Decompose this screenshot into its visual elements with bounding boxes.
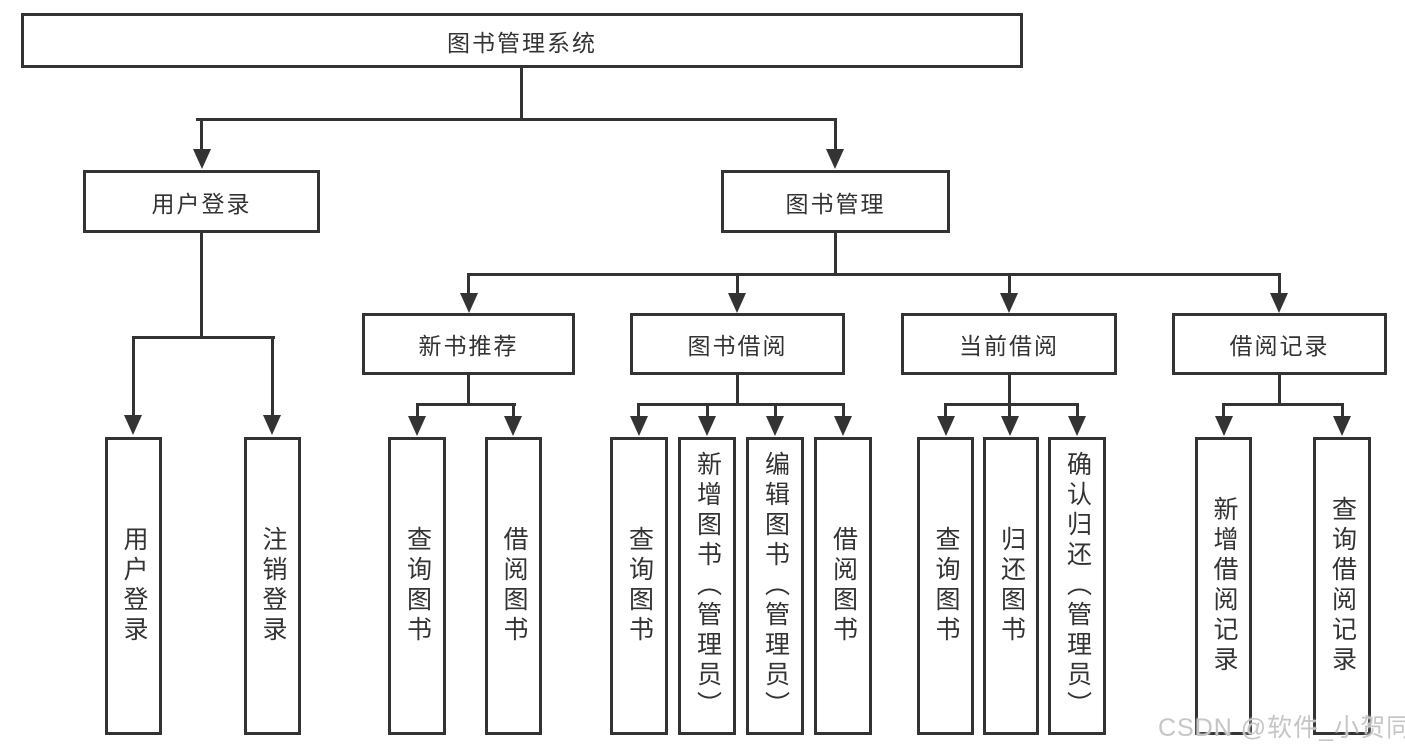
leaf-label: 确认归还（管理员） (1063, 451, 1092, 721)
arrowhead (698, 416, 716, 436)
edge-drop (706, 403, 709, 417)
node-book-mgmt: 图书管理 (721, 170, 950, 233)
edge-user-login-stub (200, 233, 203, 339)
arrowhead (408, 416, 426, 436)
leaf-records-query: 查询借阅记录 (1313, 437, 1371, 735)
edge-book-borrow-stub (736, 375, 739, 406)
edge-drop (467, 273, 470, 295)
leaf-label: 编辑图书（管理员） (761, 451, 790, 721)
node-user-login-label: 用户登录 (151, 190, 252, 217)
node-user-login: 用户登录 (83, 170, 320, 233)
edge-root-stub (520, 68, 523, 121)
edge-drop (736, 273, 739, 295)
arrowhead (1333, 416, 1351, 436)
leaf-label: 新增图书（管理员） (693, 451, 722, 721)
edge-current-borrow-hbar (944, 403, 1079, 406)
arrowhead (728, 293, 746, 313)
leaf-borrow-query: 查询图书 (610, 437, 668, 735)
leaf-label: 借阅图书 (829, 526, 858, 646)
node-current-borrow: 当前借阅 (901, 313, 1117, 375)
arrowhead (834, 416, 852, 436)
arrowhead (1000, 293, 1018, 313)
edge-book-borrow-hbar (637, 403, 845, 406)
edge-drop (1076, 403, 1079, 417)
arrowhead (766, 416, 784, 436)
leaf-label: 注销登录 (259, 526, 287, 646)
node-book-borrow-label: 图书借阅 (687, 333, 788, 359)
arrowhead (460, 293, 478, 313)
leaf-borrow-borrow: 借阅图书 (814, 437, 872, 735)
leaf-current-confirm-admin: 确认归还（管理员） (1048, 437, 1106, 735)
edge-drop (416, 403, 419, 417)
arrowhead (630, 416, 648, 436)
arrowhead (1001, 416, 1019, 436)
arrowhead (1215, 416, 1233, 436)
edge-user-login-hbar (132, 336, 275, 339)
edge-drop (1008, 403, 1011, 417)
node-current-borrow-label: 当前借阅 (959, 333, 1059, 359)
arrowhead (263, 415, 281, 435)
edge-drop (132, 336, 135, 417)
edge-drop (637, 403, 640, 417)
node-root: 图书管理系统 (21, 13, 1023, 68)
edge-borrow-records-hbar (1222, 403, 1344, 406)
edge-drop (1008, 273, 1011, 295)
node-borrow-records-label: 借阅记录 (1229, 333, 1330, 359)
edge-drop (512, 403, 515, 417)
leaf-label: 新增借阅记录 (1210, 496, 1238, 676)
edge-drop (1222, 403, 1225, 417)
node-borrow-records: 借阅记录 (1172, 313, 1387, 375)
leaf-newbooks-borrow: 借阅图书 (485, 437, 542, 735)
leaf-current-query: 查询图书 (917, 437, 974, 735)
node-root-label: 图书管理系统 (447, 29, 597, 56)
arrowhead (124, 415, 142, 435)
leaf-borrow-edit-admin: 编辑图书（管理员） (746, 437, 804, 735)
leaf-user-login: 用户登录 (105, 437, 162, 735)
leaf-borrow-add-admin: 新增图书（管理员） (678, 437, 736, 735)
leaf-newbooks-query: 查询图书 (388, 437, 446, 735)
arrowhead (1270, 293, 1288, 313)
arrowhead (193, 149, 211, 169)
arrowhead (826, 149, 844, 169)
watermark: CSDN @软件_小贺同学 (1158, 714, 1405, 742)
arrowhead (937, 416, 955, 436)
leaf-label: 查询借阅记录 (1328, 496, 1357, 676)
edge-drop (1278, 273, 1281, 295)
leaf-label: 查询图书 (625, 526, 654, 646)
leaf-label: 归还图书 (997, 526, 1026, 646)
edge-drop-book-mgmt (834, 118, 837, 151)
edge-borrow-records-stub (1278, 375, 1281, 406)
node-new-books: 新书推荐 (362, 313, 575, 375)
edge-book-mgmt-hbar (467, 273, 1281, 276)
edge-drop (944, 403, 947, 417)
node-new-books-label: 新书推荐 (418, 333, 519, 359)
edge-book-mgmt-stub (834, 233, 837, 276)
edge-root-hbar (196, 118, 837, 121)
leaf-label: 借阅图书 (500, 526, 528, 646)
edge-drop (1341, 403, 1344, 417)
edge-new-books-hbar (416, 403, 516, 406)
edge-drop (774, 403, 777, 417)
edge-drop-user-login (200, 118, 203, 151)
leaf-current-return: 归还图书 (983, 437, 1039, 735)
leaf-records-add: 新增借阅记录 (1195, 437, 1252, 735)
node-book-mgmt-label: 图书管理 (785, 190, 886, 217)
edge-new-books-stub (467, 375, 470, 406)
leaf-label: 用户登录 (120, 526, 148, 646)
arrowhead (504, 416, 522, 436)
leaf-logout: 注销登录 (244, 437, 301, 735)
leaf-label: 查询图书 (932, 526, 960, 646)
edge-drop (842, 403, 845, 417)
node-book-borrow: 图书借阅 (630, 313, 845, 375)
edge-current-borrow-stub (1008, 375, 1011, 406)
arrowhead (1068, 416, 1086, 436)
edge-drop (271, 336, 274, 417)
leaf-label: 查询图书 (403, 526, 432, 646)
